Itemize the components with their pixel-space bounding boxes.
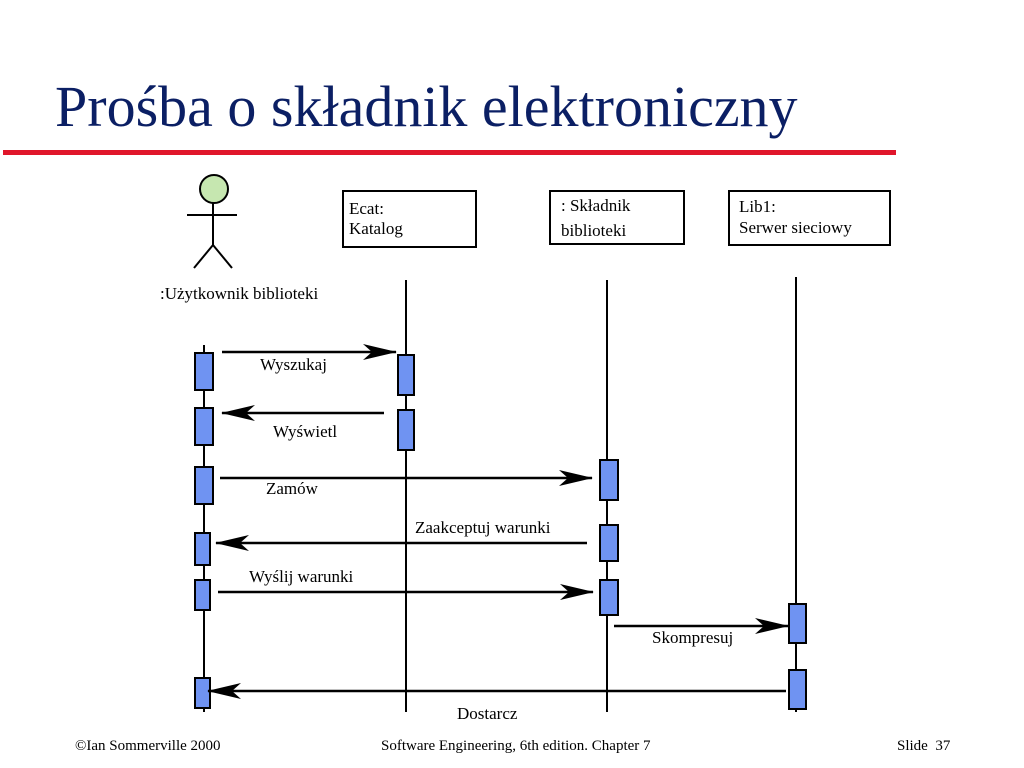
- activation-lib1-2: [788, 669, 807, 710]
- activation-ecat-2: [397, 409, 415, 451]
- message-label-wyswietl: Wyświetl: [273, 422, 337, 441]
- object-box: [728, 190, 891, 246]
- activation-user-6: [194, 677, 211, 709]
- message-label-dostarcz: Dostarcz: [457, 704, 518, 723]
- actor-leg-right: [212, 244, 233, 269]
- title-underline: [3, 150, 896, 155]
- actor-label: :Użytkownik biblioteki: [160, 284, 318, 303]
- slide-title: Prośba o składnik elektroniczny: [55, 74, 798, 139]
- object-lib1-serwer: Lib1: Serwer sieciowy: [728, 190, 891, 246]
- activation-user-5: [194, 579, 211, 611]
- footer-slide-number: Slide 37: [897, 738, 950, 755]
- message-label-skompresuj: Skompresuj: [652, 628, 733, 647]
- object-class: Katalog: [349, 219, 403, 238]
- activation-user-4: [194, 532, 211, 566]
- object-ecat-katalog: Ecat: Katalog: [342, 190, 477, 248]
- object-name: : Składnik: [561, 196, 631, 215]
- slide-number: 37: [935, 738, 951, 754]
- object-skladnik-biblioteki: : Składnik biblioteki: [549, 190, 685, 245]
- activation-user-2: [194, 407, 214, 446]
- actor-head: [199, 174, 229, 204]
- object-class: biblioteki: [561, 221, 626, 240]
- activation-skladnik-2: [599, 524, 619, 562]
- footer-book-title: Software Engineering, 6th edition. Chapt…: [381, 738, 651, 754]
- message-label-wyszukaj: Wyszukaj: [260, 355, 327, 374]
- activation-skladnik-1: [599, 459, 619, 501]
- activation-ecat-1: [397, 354, 415, 396]
- object-box: [342, 190, 477, 248]
- object-class: Serwer sieciowy: [739, 218, 852, 237]
- activation-lib1-1: [788, 603, 807, 644]
- footer-copyright: ©Ian Sommerville 2000: [75, 738, 221, 754]
- actor-leg-left: [193, 244, 214, 269]
- activation-skladnik-3: [599, 579, 619, 616]
- message-label-wyslij: Wyślij warunki: [249, 567, 354, 586]
- object-name: Lib1:: [739, 197, 776, 216]
- actor-figure: [187, 174, 237, 269]
- slide-label: Slide: [897, 738, 928, 754]
- activation-user-1: [194, 352, 214, 391]
- message-label-zaakceptuj: Zaakceptuj warunki: [415, 518, 551, 537]
- object-box: [549, 190, 685, 245]
- message-label-zamow: Zamów: [266, 479, 319, 498]
- activation-user-3: [194, 466, 214, 505]
- object-name: Ecat:: [349, 199, 384, 218]
